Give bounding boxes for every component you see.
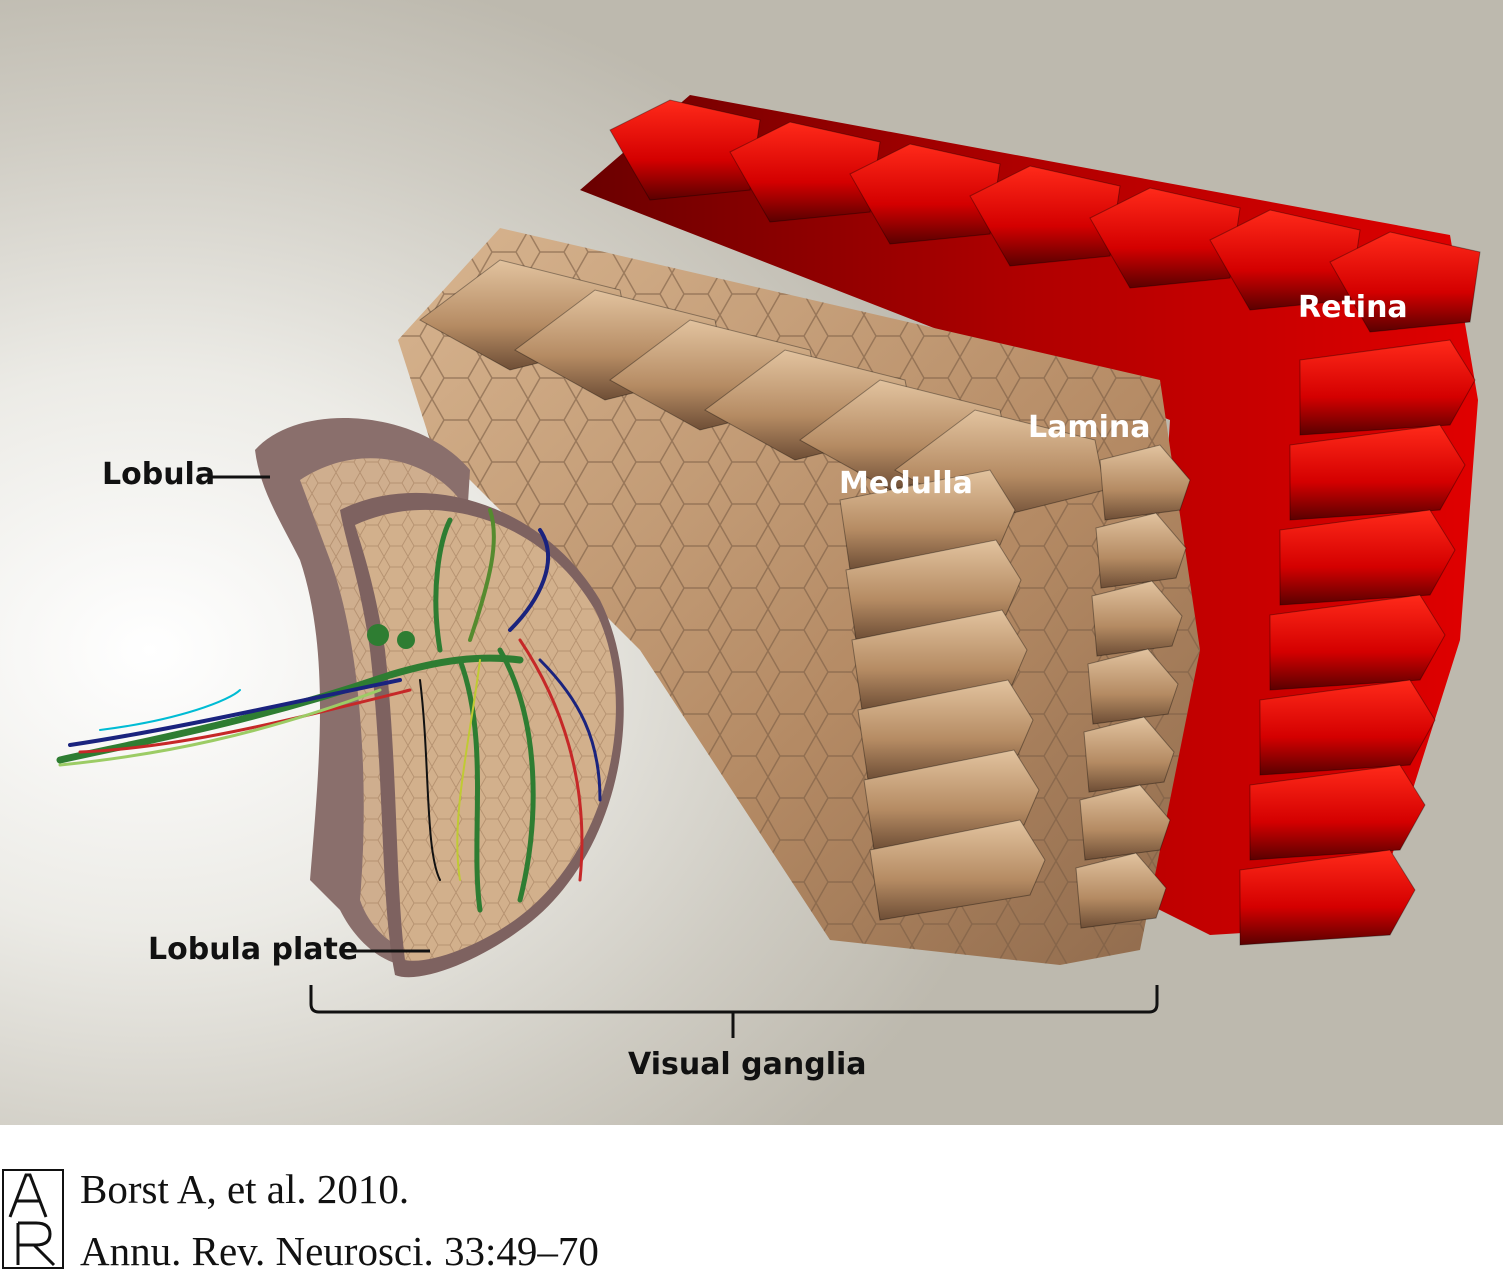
- annual-reviews-logo: [2, 1169, 64, 1269]
- label-lamina: Lamina: [1028, 410, 1151, 445]
- retina: [580, 95, 1481, 946]
- lamina-column: [1091, 580, 1183, 657]
- lobula-plate: [340, 492, 624, 978]
- label-visual-ganglia: Visual ganglia: [628, 1047, 867, 1082]
- lamina-column: [1075, 852, 1167, 929]
- leader-lines: [210, 475, 1159, 1038]
- lamina-column: [1099, 444, 1191, 521]
- retina-ommatidium: [1329, 231, 1481, 333]
- retina-ommatidium: [1239, 849, 1416, 946]
- label-lobula-plate: Lobula plate: [148, 932, 359, 967]
- medulla-lamina: [398, 228, 1200, 965]
- label-lobula: Lobula: [102, 457, 216, 492]
- lamina-column: [1083, 716, 1175, 793]
- fly-visual-system-illustration: [56, 95, 1481, 1038]
- label-retina: Retina: [1298, 290, 1408, 325]
- label-medulla: Medulla: [839, 466, 973, 501]
- retina-ommatidium: [1289, 424, 1466, 521]
- retina-ommatidium: [1299, 339, 1476, 436]
- visual-ganglia-bracket: [309, 985, 1159, 1014]
- citation-authors: Borst A, et al. 2010.: [80, 1166, 410, 1212]
- lamina-column: [1087, 648, 1179, 725]
- citation-journal: Annu. Rev. Neurosci. 33:49–70: [80, 1228, 599, 1274]
- lamina-column: [1079, 784, 1171, 861]
- retina-ommatidium: [1269, 594, 1446, 691]
- retina-ommatidium: [1259, 679, 1436, 776]
- citation: Borst A, et al. 2010. Annu. Rev. Neurosc…: [0, 1165, 1503, 1280]
- tangential-neurons: [56, 508, 602, 913]
- medulla-column: [869, 819, 1046, 921]
- retina-ommatidium: [1249, 764, 1426, 861]
- diagram-figure: Lobula Lobula plate Medulla Lamina Retin…: [0, 0, 1503, 1125]
- retina-ommatidium: [1279, 509, 1456, 606]
- lamina-column: [1095, 512, 1187, 589]
